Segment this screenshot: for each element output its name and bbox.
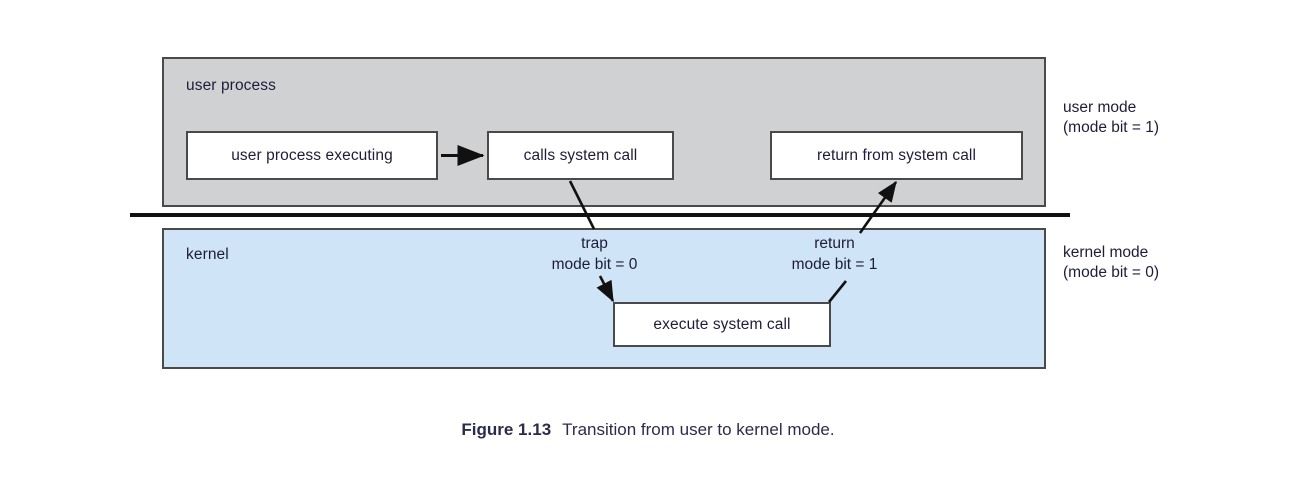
trap-transition-annotation: trap mode bit = 0: [492, 233, 697, 275]
kernel-mode-annotation: kernel mode (mode bit = 0): [1063, 243, 1159, 283]
figure-caption: Figure 1.13 Transition from user to kerne…: [0, 420, 1296, 440]
node-execute-system-call: execute system call: [613, 302, 831, 347]
figure-caption-number: Figure 1.13: [461, 420, 552, 439]
node-calls-system-call-label: calls system call: [523, 146, 638, 164]
return-transition-line2: mode bit = 1: [791, 256, 878, 273]
node-calls-system-call: calls system call: [487, 131, 674, 180]
node-return-from-system-call: return from system call: [770, 131, 1023, 180]
node-user-process-executing: user process executing: [186, 131, 438, 180]
trap-transition-line1: trap: [581, 235, 608, 252]
user-mode-annotation-line1: user mode: [1063, 99, 1137, 116]
return-transition-line1: return: [814, 235, 855, 252]
user-mode-annotation: user mode (mode bit = 1): [1063, 98, 1159, 138]
node-execute-system-call-label: execute system call: [653, 315, 791, 333]
kernel-mode-annotation-line2: (mode bit = 0): [1063, 264, 1160, 281]
user-mode-annotation-line2: (mode bit = 1): [1063, 119, 1160, 136]
node-return-from-system-call-label: return from system call: [816, 146, 977, 164]
mode-boundary-divider: [130, 213, 1070, 217]
user-process-band-title: user process: [186, 77, 276, 94]
figure-caption-text: Transition from user to kernel mode: [562, 420, 830, 439]
node-user-process-executing-label: user process executing: [231, 146, 393, 164]
return-transition-annotation: return mode bit = 1: [732, 233, 937, 275]
figure-caption-period: .: [829, 420, 835, 439]
kernel-band-title: kernel: [186, 246, 229, 263]
kernel-mode-annotation-line1: kernel mode: [1063, 244, 1149, 261]
trap-transition-line2: mode bit = 0: [551, 256, 638, 273]
